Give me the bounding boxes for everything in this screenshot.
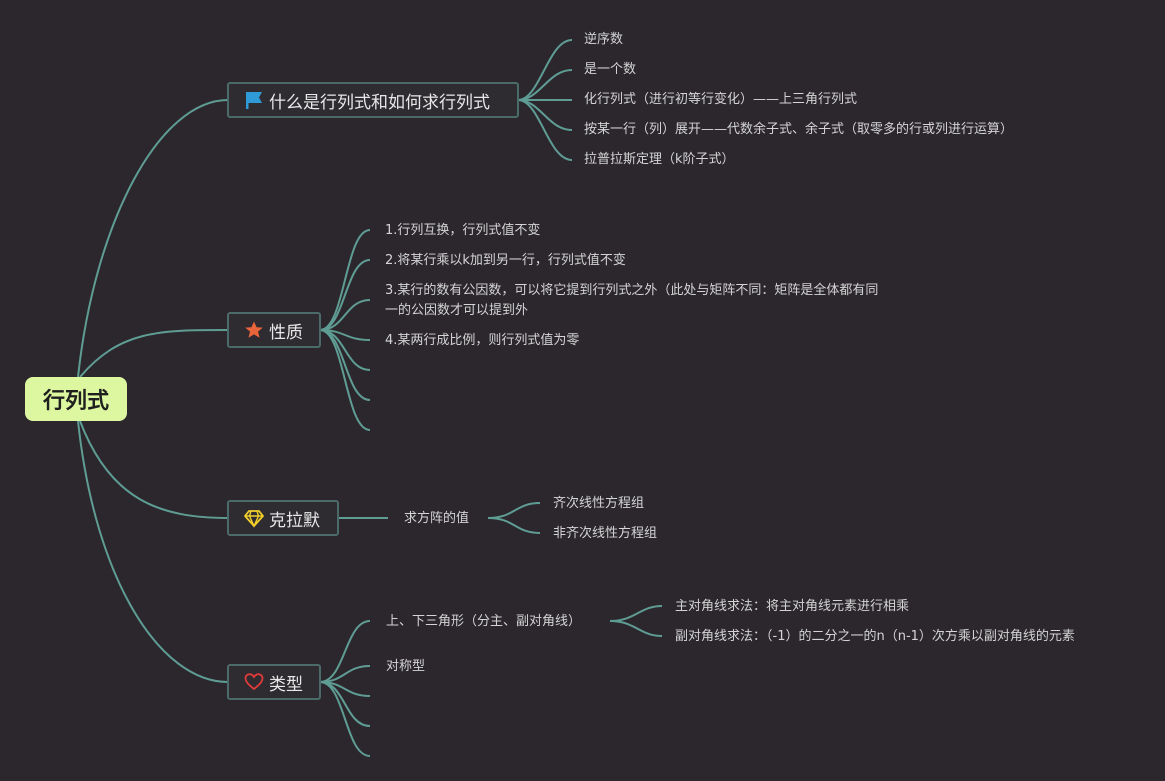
connector-props-2 bbox=[319, 259, 371, 331]
connector-types-5 bbox=[319, 681, 371, 757]
topic-cramer[interactable]: 克拉默 bbox=[227, 500, 339, 536]
topic-types-label: 类型 bbox=[269, 674, 303, 695]
gem-icon bbox=[243, 507, 265, 529]
types-symmetric[interactable]: 对称型 bbox=[386, 659, 426, 674]
cramer-sub-node[interactable]: 求方阵的值 bbox=[404, 511, 470, 526]
what-item-3[interactable]: 化行列式（进行初等行变化）——上三角行列式 bbox=[584, 92, 858, 107]
topic-what-label: 什么是行列式和如何求行列式 bbox=[269, 92, 490, 113]
connector-what-5 bbox=[517, 99, 573, 161]
props-item-2[interactable]: 2.将某行乘以k加到另一行，行列式值不变 bbox=[385, 253, 626, 268]
flag-icon bbox=[243, 89, 265, 111]
connector-root-props bbox=[79, 329, 229, 378]
topic-properties[interactable]: 性质 bbox=[227, 312, 321, 348]
topic-what-is-determinant[interactable]: 什么是行列式和如何求行列式 bbox=[227, 82, 519, 118]
what-item-4[interactable]: 按某一行（列）展开——代数余子式、余子式（取零多的行或列进行运算） bbox=[584, 122, 1014, 137]
connector-cramer-1 bbox=[487, 502, 541, 519]
topic-types[interactable]: 类型 bbox=[227, 664, 321, 700]
connector-what-2 bbox=[517, 69, 573, 101]
connector-cramer-2 bbox=[487, 517, 541, 534]
what-item-1[interactable]: 逆序数 bbox=[584, 32, 624, 47]
connector-props-3 bbox=[319, 299, 371, 331]
connector-root-types bbox=[77, 420, 229, 683]
root-label: 行列式 bbox=[42, 389, 109, 414]
connector-props-1 bbox=[319, 229, 371, 331]
triangle-item-2[interactable]: 副对角线求法：（-1）的二分之一的n（n-1）次方乘以副对角线的元素 bbox=[675, 629, 1075, 644]
topic-properties-label: 性质 bbox=[269, 322, 303, 343]
connector-root-what bbox=[77, 99, 229, 378]
what-item-5[interactable]: 拉普拉斯定理（k阶子式） bbox=[584, 152, 735, 167]
connector-tri-1 bbox=[609, 605, 663, 622]
topic-cramer-label: 克拉默 bbox=[269, 510, 320, 531]
root-node[interactable]: 行列式 bbox=[25, 377, 127, 421]
connector-root-cramer bbox=[79, 420, 229, 519]
cramer-item-2[interactable]: 非齐次线性方程组 bbox=[553, 526, 658, 541]
connector-what-1 bbox=[517, 39, 573, 101]
props-item-1[interactable]: 1.行列互换，行列式值不变 bbox=[385, 223, 541, 238]
connector-what-4 bbox=[517, 99, 573, 131]
what-item-2[interactable]: 是一个数 bbox=[584, 62, 637, 77]
triangle-item-1[interactable]: 主对角线求法：将主对角线元素进行相乘 bbox=[675, 599, 910, 614]
star-icon bbox=[243, 319, 265, 341]
connector-tri-2 bbox=[609, 620, 663, 637]
props-item-4[interactable]: 4.某两行成比例，则行列式值为零 bbox=[385, 333, 580, 348]
heart-icon bbox=[243, 671, 265, 693]
types-triangle[interactable]: 上、下三角形（分主、副对角线） bbox=[386, 614, 582, 629]
connector-types-1 bbox=[319, 620, 371, 683]
connector-props-7 bbox=[319, 329, 371, 431]
cramer-item-1[interactable]: 齐次线性方程组 bbox=[553, 496, 645, 511]
props-item-3[interactable]: 3.某行的数有公因数，可以将它提到行列式之外（此处与矩阵不同：矩阵是全体都有同一… bbox=[385, 283, 879, 318]
